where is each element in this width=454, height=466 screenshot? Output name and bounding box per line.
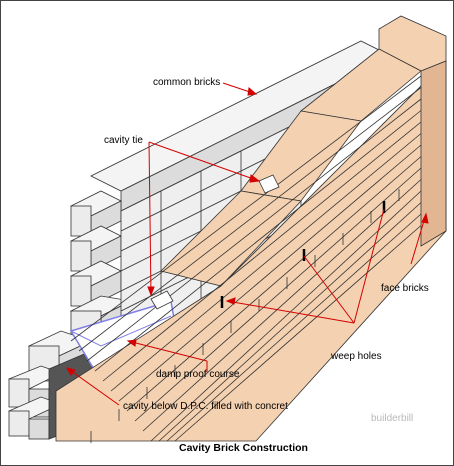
- mortar-course: [158, 202, 422, 442]
- mortar-course: [78, 87, 422, 352]
- label-cavity-fill: cavity below D.P.C. filled with concret: [123, 401, 288, 412]
- mortar-course: [142, 179, 422, 432]
- mortar-course: [174, 225, 422, 442]
- mortar-course: [118, 144, 422, 402]
- mortar-course: [110, 133, 422, 392]
- mortar-course: [86, 98, 422, 362]
- mortar-course: [126, 156, 422, 412]
- diagram-caption: Cavity Brick Construction: [179, 442, 308, 454]
- face-brick-mortar-courses: [70, 75, 422, 443]
- mortar-course: [70, 75, 422, 342]
- label-weep-holes: weep holes: [331, 351, 382, 362]
- weep-holes: [220, 201, 386, 308]
- label-damp-proof-course: damp proof course: [156, 369, 240, 380]
- mortar-course: [94, 110, 422, 372]
- mortar-course: [150, 190, 422, 442]
- label-common-bricks: common bricks: [153, 77, 221, 88]
- leader-lines: [65, 82, 429, 406]
- label-face-bricks: face bricks: [381, 283, 429, 294]
- cavity-ties: [150, 174, 280, 310]
- outer-leaf-face-bricks: [55, 15, 447, 442]
- mortar-course: [134, 167, 422, 422]
- mortar-course: [166, 213, 422, 442]
- mortar-course: [102, 121, 422, 382]
- label-cavity-tie: cavity tie: [104, 135, 143, 146]
- watermark: builderbill: [371, 413, 414, 424]
